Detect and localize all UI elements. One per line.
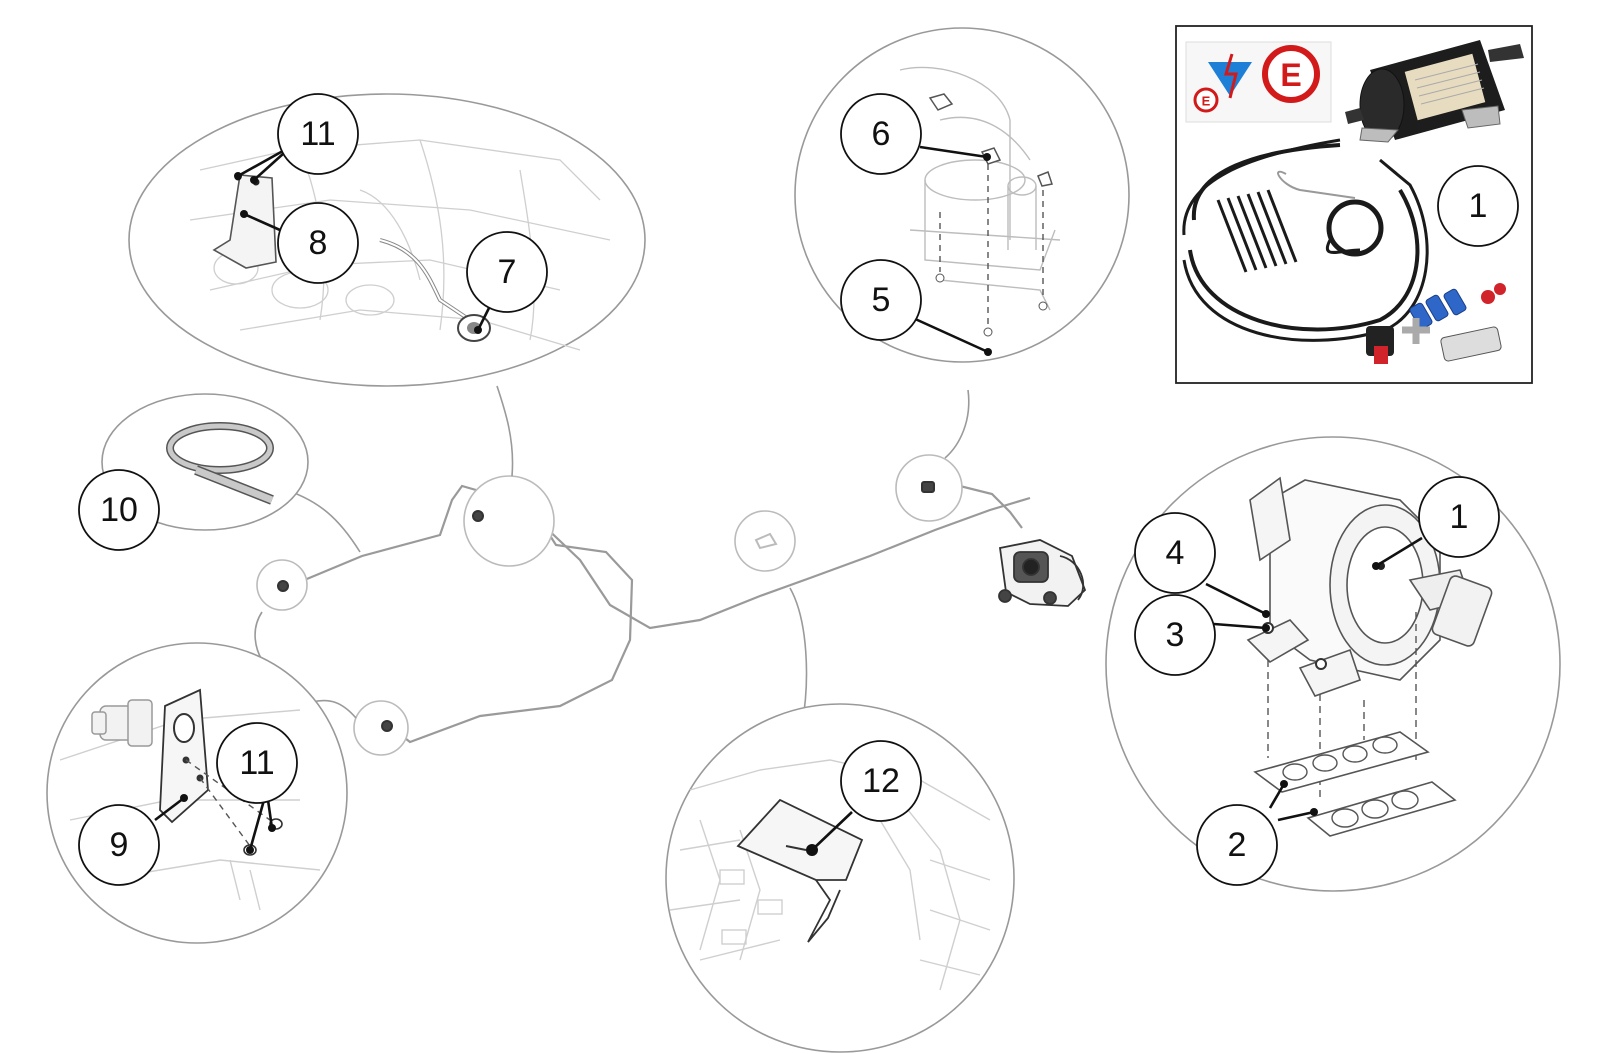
warning-sticker: E E bbox=[1185, 41, 1332, 123]
callout-label: 10 bbox=[100, 491, 138, 529]
callout-label: 11 bbox=[300, 115, 335, 153]
callout-label: 1 bbox=[1450, 498, 1469, 536]
callout-bubble-11-top: 11 bbox=[277, 93, 359, 175]
callout-bubble-6: 6 bbox=[840, 93, 922, 175]
callout-bubble-7: 7 bbox=[466, 231, 548, 313]
bracket-8-part bbox=[212, 174, 277, 269]
node-mid-small bbox=[734, 510, 796, 572]
callout-label: 6 bbox=[872, 115, 891, 153]
node-center bbox=[463, 475, 555, 567]
callout-label: 12 bbox=[862, 762, 900, 800]
callout-bubble-3: 3 bbox=[1134, 594, 1216, 676]
callout-bubble-10: 10 bbox=[78, 469, 160, 551]
callout-bubble-1-bottle: 1 bbox=[1418, 476, 1500, 558]
callout-bubble-8: 8 bbox=[277, 202, 359, 284]
detail-ellipse-mounting bbox=[128, 93, 646, 387]
callout-label: 3 bbox=[1166, 616, 1185, 654]
discharge-valve-assembly bbox=[998, 539, 1087, 607]
detail-circle-nozzle-bracket bbox=[46, 642, 348, 944]
callout-label: 7 bbox=[498, 253, 517, 291]
callout-label: 11 bbox=[239, 744, 274, 782]
callout-leaders bbox=[154, 145, 1423, 851]
kit-bottle bbox=[1345, 40, 1524, 143]
sticker-letter-large: E bbox=[1280, 57, 1301, 93]
callout-bubble-4: 4 bbox=[1134, 512, 1216, 594]
node-fittings bbox=[277, 481, 935, 732]
callout-label: 5 bbox=[872, 281, 891, 319]
callout-label: 1 bbox=[1469, 187, 1488, 225]
node-lower-left bbox=[353, 700, 409, 756]
pipe-routing bbox=[289, 484, 1031, 744]
pipe-nodes bbox=[256, 454, 963, 756]
callout-endpoints bbox=[180, 153, 1380, 856]
callout-label: 9 bbox=[110, 826, 129, 864]
callout-bubble-11-bottom: 11 bbox=[216, 722, 298, 804]
kit-fittings bbox=[1366, 283, 1506, 364]
callout-label: 2 bbox=[1228, 826, 1247, 864]
callout-bubble-5: 5 bbox=[840, 259, 922, 341]
callout-bubble-9: 9 bbox=[78, 804, 160, 886]
kit-cable-ties bbox=[1216, 189, 1298, 273]
detail-circle-pipe-clip bbox=[665, 703, 1015, 1053]
callout-label: 8 bbox=[309, 224, 328, 262]
callout-bubble-12: 12 bbox=[840, 740, 922, 822]
callout-label: 4 bbox=[1166, 534, 1185, 572]
bracket-9-part bbox=[159, 688, 209, 824]
clip-12-part bbox=[736, 798, 864, 881]
callout-bubble-1-kit: 1 bbox=[1437, 165, 1519, 247]
callout-bubble-2: 2 bbox=[1196, 804, 1278, 886]
sticker-letter-small: E bbox=[1202, 94, 1211, 109]
